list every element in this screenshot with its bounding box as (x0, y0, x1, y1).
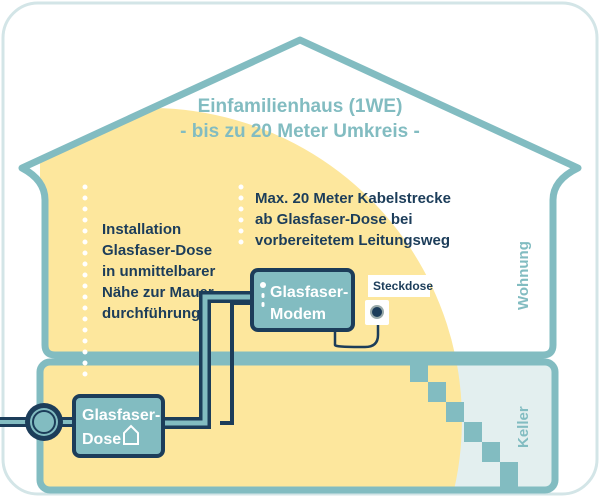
svg-text:Max. 20 Meter Kabelstrecke: Max. 20 Meter Kabelstrecke (255, 190, 451, 207)
svg-text:Nähe zur Mauer-: Nähe zur Mauer- (102, 284, 219, 301)
glasfaser-dose: Glasfaser- Dose (72, 394, 165, 458)
floor-label-wohnung: Wohnung (515, 241, 532, 310)
title-line2: - bis zu 20 Meter Umkreis - (180, 121, 420, 142)
svg-text:Glasfaser-: Glasfaser- (82, 407, 160, 424)
svg-text:Dose: Dose (82, 431, 121, 448)
svg-text:Installation: Installation (102, 221, 181, 238)
socket-label: Steckdose (373, 279, 433, 293)
title-line1: Einfamilienhaus (1WE) (198, 96, 403, 117)
floor-label-keller: Keller (515, 406, 532, 448)
svg-text:in unmittelbarer: in unmittelbarer (102, 263, 216, 280)
svg-text:Modem: Modem (270, 306, 326, 323)
svg-text:Glasfaser-: Glasfaser- (270, 284, 348, 301)
status-led-icon (260, 282, 266, 288)
note-right: Max. 20 Meter Kabelstrecke ab Glasfaser-… (255, 190, 451, 249)
house-outline (18, 36, 582, 359)
svg-text:durchführung: durchführung (102, 305, 200, 322)
svg-text:Glasfaser-Dose: Glasfaser-Dose (102, 242, 212, 259)
svg-text:vorbereitetem Leitungsweg: vorbereitetem Leitungsweg (255, 232, 450, 249)
stairs (410, 362, 518, 490)
power-cord (333, 312, 380, 349)
glasfaser-modem: Glasfaser- Modem (250, 268, 355, 332)
svg-text:ab Glasfaser-Dose bei: ab Glasfaser-Dose bei (255, 211, 413, 228)
home-icon (123, 424, 139, 445)
note-left: Installation Glasfaser-Dose in unmittelb… (102, 221, 219, 322)
